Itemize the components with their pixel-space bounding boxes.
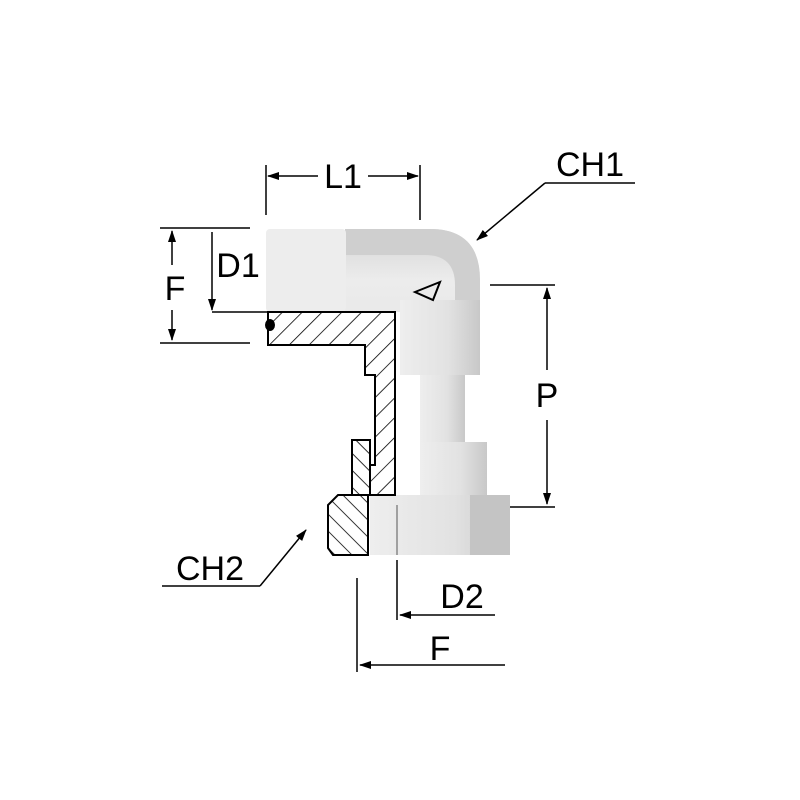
label-d1: D1 — [216, 247, 259, 285]
label-f-bottom: F — [430, 630, 451, 668]
section-elbow — [267, 311, 396, 496]
section-nut — [327, 494, 369, 556]
label-l1: L1 — [324, 158, 362, 196]
section-nut-small — [351, 439, 371, 496]
neck — [420, 375, 465, 442]
collar — [420, 442, 487, 495]
end-cap — [266, 229, 346, 312]
dimension-lines — [160, 165, 635, 672]
label-d2: D2 — [440, 578, 483, 616]
cross-section — [265, 311, 396, 556]
label-ch2: CH2 — [176, 550, 244, 588]
label-f-top: F — [165, 270, 186, 308]
label-p: P — [536, 377, 559, 415]
fitting-body — [266, 229, 510, 555]
o-ring — [265, 319, 275, 331]
logo-triangle-icon — [412, 280, 442, 302]
label-ch1: CH1 — [556, 146, 624, 184]
